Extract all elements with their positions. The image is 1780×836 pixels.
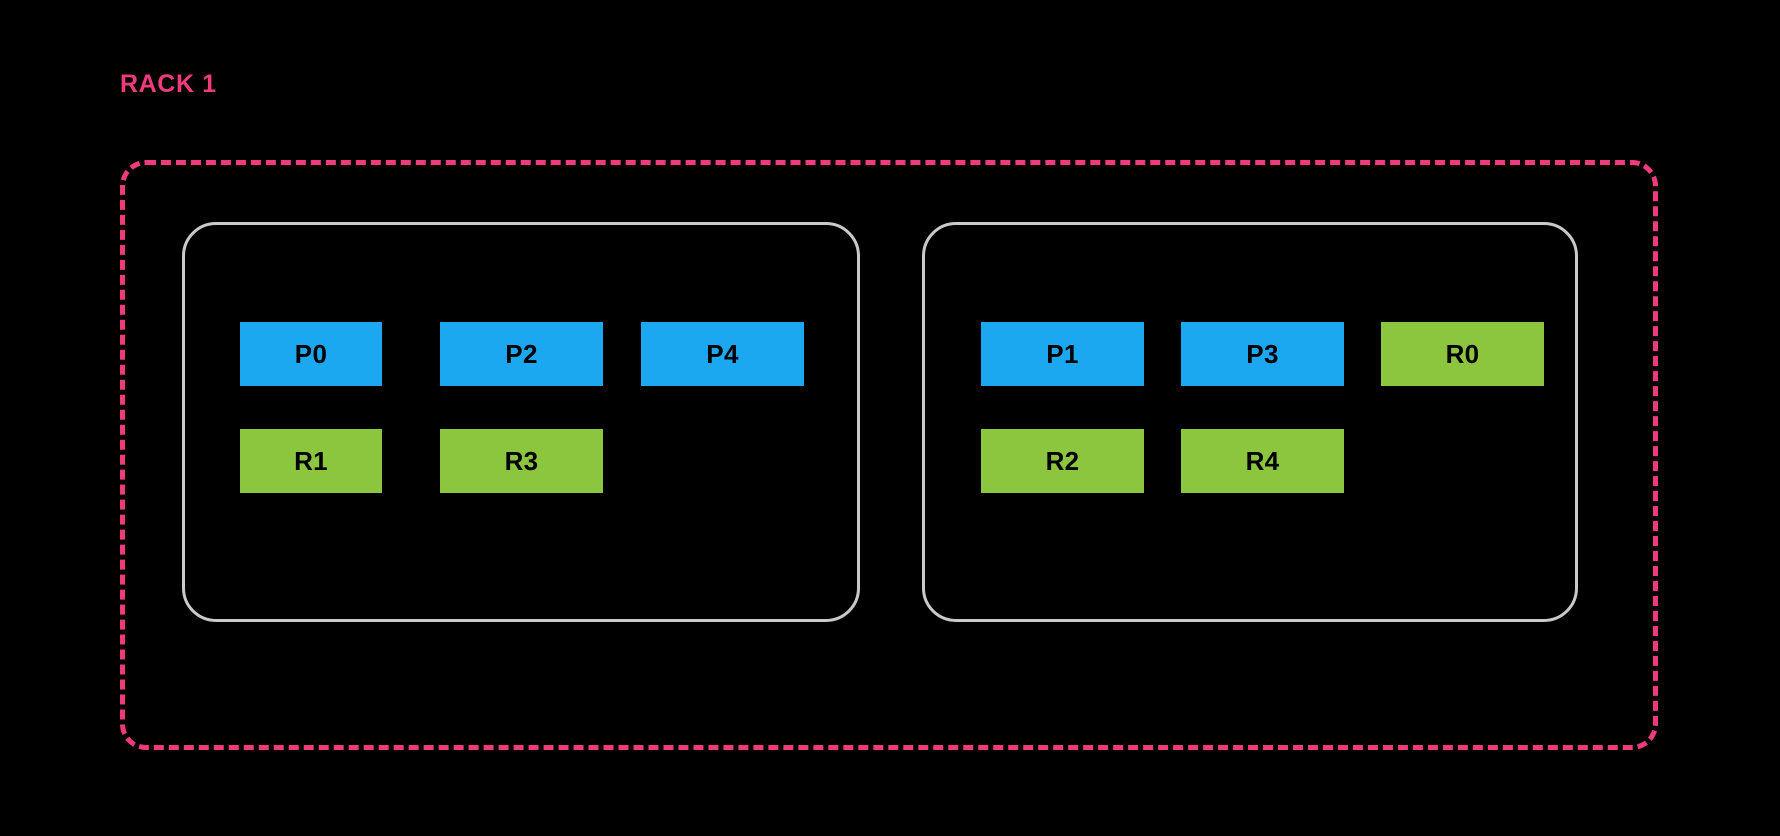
replica-chip-r1: R1 xyxy=(240,429,382,493)
partition-chip-p0: P0 xyxy=(240,322,382,386)
partition-chip-p2: P2 xyxy=(440,322,603,386)
partition-chip-p1: P1 xyxy=(981,322,1144,386)
node-box-left xyxy=(182,222,860,622)
replica-chip-r2: R2 xyxy=(981,429,1144,493)
partition-chip-p3: P3 xyxy=(1181,322,1344,386)
partition-chip-p4: P4 xyxy=(641,322,804,386)
node-box-right xyxy=(922,222,1578,622)
replica-chip-r3: R3 xyxy=(440,429,603,493)
replica-chip-r4: R4 xyxy=(1181,429,1344,493)
replica-chip-r0: R0 xyxy=(1381,322,1544,386)
rack-label: RACK 1 xyxy=(120,70,217,98)
rack-boundary xyxy=(120,160,1658,750)
